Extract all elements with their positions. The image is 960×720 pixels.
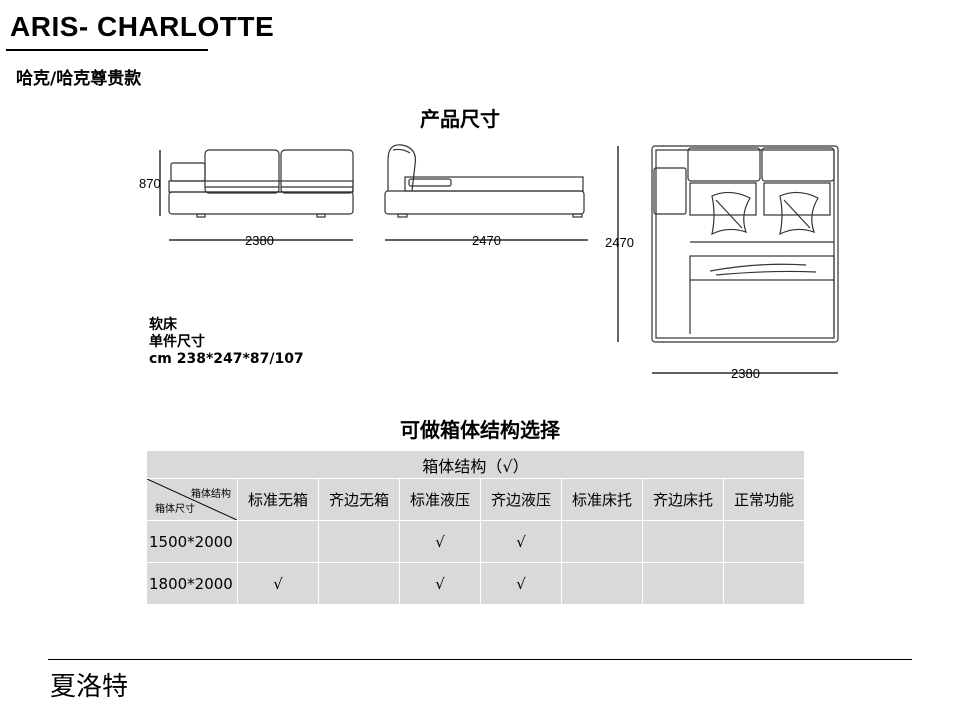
top-view-drawing	[617, 145, 839, 374]
table-cell: √	[480, 520, 562, 563]
footer-product-name: 夏洛特	[50, 672, 129, 702]
corner-header-cell: 箱体结构 箱体尺寸	[146, 478, 238, 521]
options-title: 可做箱体结构选择	[400, 418, 560, 442]
product-subtitle: 哈克/哈克尊贵款	[16, 69, 142, 89]
corner-top-label: 箱体结构	[191, 489, 231, 500]
column-header: 标准无箱	[237, 478, 319, 521]
spec-type: 软床	[149, 317, 177, 333]
table-cell	[723, 520, 805, 563]
table-cell: √	[399, 520, 481, 563]
table-cell: √	[399, 562, 481, 605]
brand-underline	[6, 49, 208, 51]
table-caption-row: 箱体结构（√）	[146, 450, 805, 479]
table-header-row: 箱体结构 箱体尺寸 标准无箱 齐边无箱 标准液压 齐边液压 标准床托 齐边床托 …	[146, 478, 805, 521]
table-cell	[237, 520, 319, 563]
table-cell	[642, 562, 724, 605]
corner-bottom-label: 箱体尺寸	[155, 504, 195, 515]
column-header: 正常功能	[723, 478, 805, 521]
structure-options-table: 箱体结构（√） 箱体结构 箱体尺寸 标准无箱 齐边无箱 标准液压 齐边液压 标准…	[146, 450, 805, 605]
spec-block: 软床 单件尺寸 cm 238*247*87/107	[149, 317, 304, 368]
top-length-label: 2470	[605, 235, 634, 250]
table-cell	[723, 562, 805, 605]
corner-diagonal	[147, 479, 237, 520]
spec-size: cm 238*247*87/107	[149, 351, 304, 367]
footer-divider	[48, 659, 912, 660]
table-row: 1800*2000 √ √ √	[146, 562, 805, 605]
bed-drawings: 870 2380 2470 2470 2380	[139, 144, 839, 381]
table-cell	[642, 520, 724, 563]
column-header: 齐边液压	[480, 478, 562, 521]
column-header: 齐边床托	[642, 478, 724, 521]
table-cell	[561, 520, 643, 563]
table-cell: √	[237, 562, 319, 605]
row-size-label: 1500*2000	[146, 520, 238, 563]
side-length-label: 2470	[472, 233, 501, 248]
dimensions-title: 产品尺寸	[420, 107, 500, 131]
column-header: 标准液压	[399, 478, 481, 521]
brand-title: ARIS- CHARLOTTE	[10, 11, 275, 42]
table-cell	[318, 562, 400, 605]
front-width-label: 2380	[245, 233, 274, 248]
front-height-label: 870	[139, 176, 161, 191]
column-header: 标准床托	[561, 478, 643, 521]
table-row: 1500*2000 √ √	[146, 520, 805, 563]
spec-unit-label: 单件尺寸	[149, 334, 205, 350]
table-caption: 箱体结构（√）	[146, 450, 805, 479]
table-cell	[561, 562, 643, 605]
side-view-drawing	[384, 144, 588, 241]
table-cell: √	[480, 562, 562, 605]
row-size-label: 1800*2000	[146, 562, 238, 605]
column-header: 齐边无箱	[318, 478, 400, 521]
table-cell	[318, 520, 400, 563]
front-view-drawing	[159, 149, 354, 241]
top-width-label: 2380	[731, 366, 760, 381]
